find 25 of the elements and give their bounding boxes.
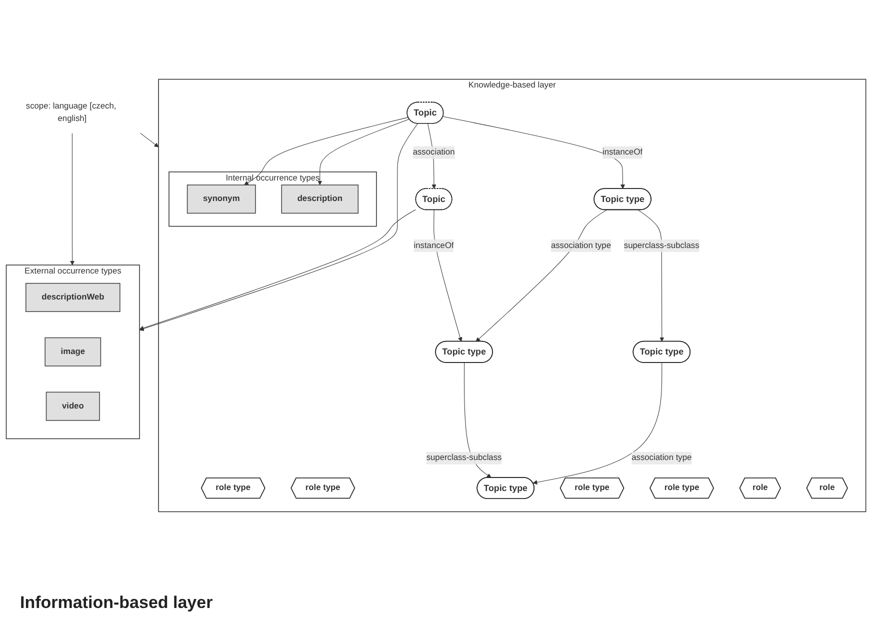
edge-label: association type <box>632 453 692 462</box>
edge-label: instanceOf <box>602 148 643 157</box>
node-box: description <box>281 184 359 214</box>
arrow <box>70 132 75 266</box>
edge-label: superclass-subclass <box>426 453 502 462</box>
node-box: image <box>44 337 102 366</box>
arrow <box>476 210 607 342</box>
arrow <box>318 118 410 186</box>
arrow <box>442 116 626 189</box>
arrow <box>139 209 416 330</box>
layer-label: Information-based layer <box>20 593 213 613</box>
node-box: descriptionWeb <box>25 282 120 312</box>
node-text: scope: language [czech, english] <box>26 102 116 124</box>
edge-label: superclass-subclass <box>624 240 700 250</box>
arrow <box>434 210 462 342</box>
edge-label: instanceOf <box>414 240 454 250</box>
node-box: video <box>46 392 100 421</box>
edge-label: association <box>412 148 455 157</box>
arrow <box>244 117 409 186</box>
arrow <box>140 132 159 148</box>
edge-label: association type <box>550 240 611 250</box>
arrow <box>638 210 664 342</box>
arrow <box>139 123 418 331</box>
node-box: synonym <box>186 184 256 214</box>
arrow <box>532 362 662 485</box>
